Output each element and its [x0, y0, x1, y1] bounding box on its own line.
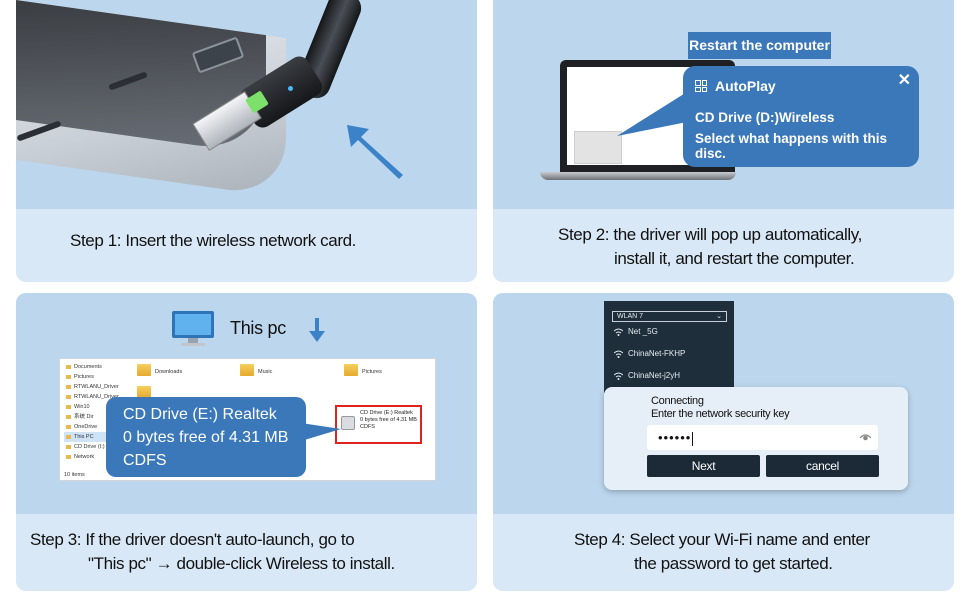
sidebar-item-win10[interactable]: Win10: [64, 402, 128, 412]
step3-illustration: This pc Documents Pictures RTWLANU_Drive…: [16, 293, 477, 514]
cd-drive-tile[interactable]: CD Drive (E:) Realtek 0 bytes free of 4.…: [335, 405, 422, 444]
wifi-signal-icon: [614, 328, 623, 336]
text-cursor: [692, 431, 694, 446]
dongle-led: [288, 86, 293, 91]
drive-callout-name: CD Drive (E:) Realtek: [123, 406, 277, 423]
wifi-connect-dialog: Connecting Enter the network security ke…: [604, 387, 908, 490]
step1-illustration: [16, 0, 477, 209]
this-pc-title: This pc: [230, 318, 286, 338]
cd-drive-tile-text: CD Drive (E:) Realtek 0 bytes free of 4.…: [360, 410, 417, 431]
items-count: 10 items: [64, 472, 85, 478]
sidebar-item-network[interactable]: Network: [64, 452, 128, 462]
close-icon[interactable]: ✕: [897, 72, 911, 89]
folder-label-downloads: Downloads: [155, 369, 183, 375]
sidebar-item-cd-drive[interactable]: CD Drive (I:): [64, 442, 128, 452]
drive-callout-fs: CDFS: [123, 452, 167, 469]
network-item[interactable]: ChinaNet-FKHP: [614, 349, 685, 358]
step3-panel: This pc Documents Pictures RTWLANU_Drive…: [16, 293, 477, 591]
step4-caption-line1: Step 4: Select your Wi-Fi name and enter: [574, 530, 870, 549]
step2-illustration: Restart the computer AutoPlay ✕ CD Drive…: [493, 0, 954, 209]
laptop-base: [540, 172, 736, 180]
step4-caption-line2: the password to get started.: [634, 554, 833, 573]
step2-caption: Step 2: the driver will pop up automatic…: [493, 209, 954, 282]
autoplay-drive-label: CD Drive (D:)Wireless: [695, 110, 835, 125]
step2-caption-line2: install it, and restart the computer.: [614, 249, 855, 268]
network-name: ChinaNet-FKHP: [628, 349, 686, 358]
drive-callout-tail: [301, 423, 341, 441]
wlan-adapter-value: WLAN 7: [617, 313, 644, 320]
next-button[interactable]: Next: [647, 455, 760, 477]
step2-caption-line1: Step 2: the driver will pop up automatic…: [558, 225, 862, 244]
sidebar-item-pictures[interactable]: Pictures: [64, 372, 128, 382]
autoplay-icon: [695, 80, 707, 92]
password-field[interactable]: ••••••: [647, 425, 878, 450]
autoplay-header: AutoPlay: [695, 78, 776, 94]
insert-arrow-icon: [347, 125, 403, 179]
restart-label: Restart the computer: [688, 32, 831, 59]
step1-caption: Step 1: Insert the wireless network card…: [16, 209, 477, 282]
autoplay-prompt[interactable]: Select what happens with this disc.: [695, 131, 888, 161]
wifi-network-list: WLAN 7 ⌄ Net _5G ChinaNet-FKHP ChinaNet-…: [604, 301, 734, 393]
step4-illustration: WLAN 7 ⌄ Net _5G ChinaNet-FKHP ChinaNet-…: [493, 293, 954, 514]
sidebar-item-onedrive[interactable]: OneDrive: [64, 422, 128, 432]
network-item[interactable]: ChinaNet-j2yH: [614, 371, 680, 380]
sidebar-item-dir[interactable]: 系统 Dir: [64, 412, 128, 422]
sidebar-item-driver-2[interactable]: RTWLANU_Driver: [64, 392, 128, 402]
password-value: ••••••: [658, 430, 692, 445]
computer-icon: [172, 311, 214, 346]
drive-callout: CD Drive (E:) Realtek 0 bytes free of 4.…: [106, 397, 306, 477]
folder-label-pictures: Pictures: [362, 369, 382, 375]
down-arrow-icon: [309, 318, 325, 342]
autoplay-callout-tail: [617, 92, 687, 136]
folder-icon[interactable]: [240, 364, 254, 376]
sidebar-item-documents[interactable]: Documents: [64, 362, 128, 372]
step4-caption: Step 4: Select your Wi-Fi name and enter…: [493, 514, 954, 591]
cd-drive-tile-fs: CDFS: [360, 424, 375, 430]
folder-icon[interactable]: [137, 386, 151, 398]
folder-icon[interactable]: [344, 364, 358, 376]
screen-window: [574, 131, 622, 164]
connecting-status: Connecting: [651, 395, 704, 407]
network-item[interactable]: Net _5G: [614, 327, 658, 336]
autoplay-dialog[interactable]: AutoPlay ✕ CD Drive (D:)Wireless Select …: [683, 66, 919, 167]
security-key-label: Enter the network security key: [651, 408, 790, 420]
chevron-down-icon: ⌄: [716, 313, 722, 320]
step3-caption-line1: Step 3: If the driver doesn't auto-launc…: [30, 530, 355, 549]
sidebar-item-driver-1[interactable]: RTWLANU_Driver: [64, 382, 128, 392]
step3-caption: Step 3: If the driver doesn't auto-launc…: [16, 514, 477, 591]
cd-drive-tile-name: CD Drive (E:) Realtek: [360, 410, 413, 416]
sidebar-item-this-pc[interactable]: This PC: [64, 432, 128, 442]
network-name: ChinaNet-j2yH: [628, 371, 681, 380]
wifi-signal-icon: [614, 372, 623, 380]
step2-panel: Restart the computer AutoPlay ✕ CD Drive…: [493, 0, 954, 282]
drive-callout-space: 0 bytes free of 4.31 MB: [123, 429, 289, 446]
step1-caption-text: Step 1: Insert the wireless network card…: [70, 231, 356, 250]
folder-label-music: Music: [258, 369, 273, 375]
explorer-sidebar: Documents Pictures RTWLANU_Driver RTWLAN…: [64, 362, 128, 462]
wlan-adapter-select[interactable]: WLAN 7 ⌄: [612, 311, 727, 322]
autoplay-title: AutoPlay: [715, 78, 776, 94]
wifi-signal-icon: [614, 350, 623, 358]
folder-icon[interactable]: [137, 364, 151, 376]
network-name: Net _5G: [628, 327, 658, 336]
cancel-button[interactable]: cancel: [766, 455, 879, 477]
step1-panel: Step 1: Insert the wireless network card…: [16, 0, 477, 282]
step4-panel: WLAN 7 ⌄ Net _5G ChinaNet-FKHP ChinaNet-…: [493, 293, 954, 591]
show-password-icon[interactable]: [860, 433, 871, 442]
step3-caption-line2: "This pc" → double-click Wireless to ins…: [88, 554, 395, 573]
cd-drive-tile-space: 0 bytes free of 4.31 MB: [360, 417, 417, 423]
cd-drive-icon: [341, 416, 355, 430]
